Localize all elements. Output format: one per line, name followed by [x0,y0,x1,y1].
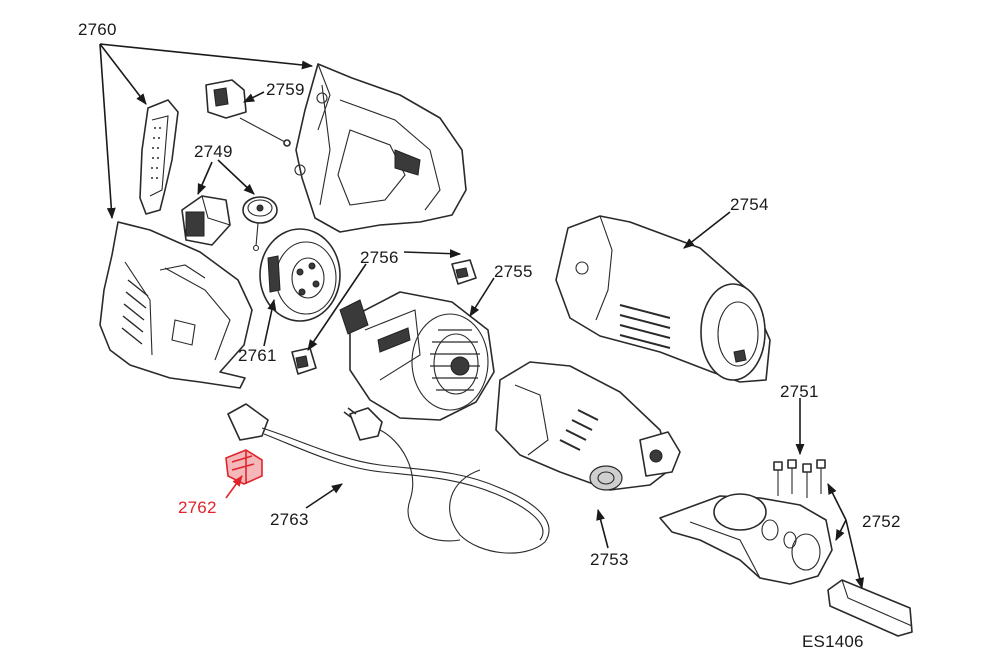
part-label-2755: 2755 [494,262,533,281]
part-label-2754: 2754 [730,195,769,214]
brush-holder-part [181,195,231,246]
power-cord-part [227,403,550,554]
part-label-2749: 2749 [194,142,233,161]
part-label-2756: 2756 [360,248,399,267]
part-label-2751: 2751 [780,382,819,401]
part-label-2761: 2761 [238,346,277,365]
brush-ring-part [259,228,341,322]
part-label-2752: 2752 [862,512,901,531]
blade-clamp-part [827,579,913,637]
part-label-2753: 2753 [590,550,629,569]
motor-housing-part [555,215,771,383]
part-label-2763: 2763 [270,510,309,529]
fan-disc-part [242,196,278,252]
leader-arrows [99,43,865,590]
armature-part [339,291,495,421]
part-label-2762: 2762 [178,498,217,517]
strain-relief-part [225,449,263,485]
lower-housing-part [99,221,253,389]
switch-part [205,79,291,147]
part-label-2759: 2759 [266,80,305,99]
gear-cover-part [659,493,833,585]
gear-housing-part [495,361,681,491]
screws-part [773,459,826,498]
part-label-es1406: ES1406 [802,632,864,651]
terminal-clip-lower-part [291,347,317,375]
grip-insert-part [139,99,179,215]
part-label-2760: 2760 [78,20,117,39]
upper-housing-part [294,63,467,233]
terminal-clip-upper-part [451,259,477,285]
